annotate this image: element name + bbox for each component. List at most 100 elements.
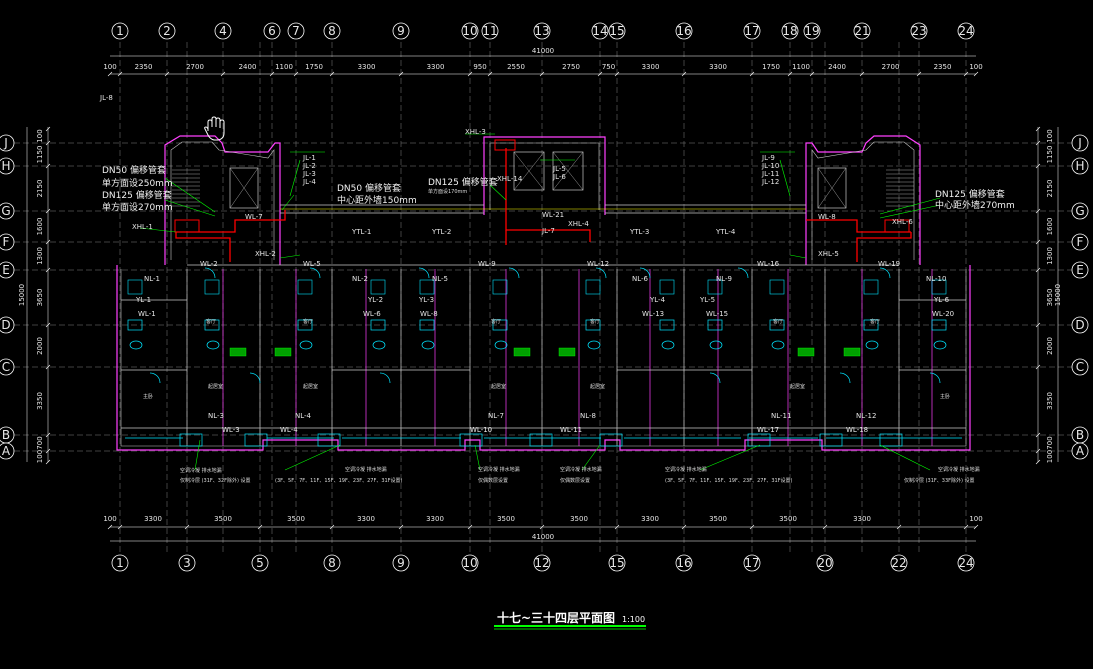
- axis-label-left: E: [2, 263, 10, 277]
- axis-label-right: B: [1076, 428, 1084, 442]
- dim-value-top: 2350: [135, 63, 153, 71]
- dim-value-top: 3300: [427, 63, 445, 71]
- axis-label-right: E: [1076, 263, 1084, 277]
- dim-value-top: 1750: [305, 63, 323, 71]
- drain-box: [317, 433, 341, 447]
- axis-bubble-top: [743, 22, 761, 40]
- axis-label-right: D: [1075, 318, 1084, 332]
- dim-tick-left: [45, 239, 51, 245]
- dim-tick-left: [45, 432, 51, 438]
- pipe-tag: NL-10: [926, 275, 946, 283]
- dim-value-right: 1600: [1046, 218, 1054, 236]
- door-swing: [879, 267, 891, 279]
- annotation-text: DN125 偏移管套: [428, 176, 498, 188]
- pipe-tag: NL-9: [716, 275, 732, 283]
- bottom-note: 空调冷凝 排水地漏: [938, 466, 980, 473]
- dim-tick-bottom: [184, 524, 190, 530]
- leader-line: [164, 177, 216, 213]
- axis-bubble-bottom: [251, 554, 269, 572]
- door-swing: [508, 267, 520, 279]
- dim-value-bottom: 3500: [709, 515, 727, 523]
- leader-line: [779, 159, 791, 197]
- hand-cursor-icon: [204, 116, 225, 141]
- pipe-tag: JL-12: [761, 178, 779, 186]
- pipe-tag: WL-1: [138, 310, 156, 318]
- annotation-text: DN50 偏移管套: [337, 182, 401, 194]
- dim-value-top: 2550: [507, 63, 525, 71]
- kitchen-fixture: [931, 279, 947, 295]
- pipe-tags: JL-1JL-2JL-3JL-4JL-5JL-6JL-9JL-10JL-11JL…: [99, 94, 954, 434]
- axis-label-left: A: [2, 444, 11, 458]
- fire-hydrant-box: [174, 219, 200, 233]
- axis-label-left: H: [1, 159, 10, 173]
- dim-tick-top: [916, 71, 922, 77]
- elevator-shaft: [229, 167, 259, 209]
- leader-line: [279, 254, 301, 259]
- pipe-tag: XHL-14: [497, 175, 523, 183]
- pipe-tag: XHL-2: [255, 250, 276, 258]
- axis-label-top: 21: [854, 24, 869, 38]
- dim-value-bottom: 3500: [497, 515, 515, 523]
- annotation-text: 单方面设170mm: [428, 188, 467, 195]
- pipe-tag: NL-1: [144, 275, 160, 283]
- core-wall-left-inner: [170, 141, 275, 260]
- pipe-tag: JL-2: [302, 162, 316, 170]
- door-swing: [709, 372, 721, 384]
- leader-line: [139, 227, 177, 233]
- dim-value-bottom: 3500: [287, 515, 305, 523]
- dim-tick-left: [45, 459, 51, 465]
- dim-tick-bottom: [107, 524, 113, 530]
- annotation-text: 单方面设250mm: [102, 177, 173, 189]
- axis-bubble-left: [0, 233, 15, 251]
- pipe-tag: YL-6: [933, 296, 950, 304]
- drain-box: [459, 433, 483, 447]
- pipe-tag: NL-3: [208, 412, 224, 420]
- door-swing: [595, 267, 607, 279]
- core-wall-center-inner: [489, 142, 600, 210]
- toilet-fixture: [933, 340, 947, 350]
- room-label: 客厅: [773, 318, 783, 325]
- dim-value-right: 2000: [1046, 337, 1054, 355]
- dim-tick-top: [539, 71, 545, 77]
- room-marker: [797, 347, 815, 357]
- dim-tick-top: [107, 71, 113, 77]
- dim-value-bottom: 100: [103, 515, 116, 523]
- dim-tick-top: [293, 71, 299, 77]
- axis-label-top: 9: [397, 24, 405, 38]
- axis-bubble-left: [0, 134, 15, 152]
- dim-value-top: 3300: [358, 63, 376, 71]
- dim-value-top: 2750: [562, 63, 580, 71]
- kitchen-fixture: [419, 279, 435, 295]
- dim-tick-bottom: [398, 524, 404, 530]
- dim-value-left: 1600: [36, 218, 44, 236]
- fire-pipe-center: [505, 148, 591, 242]
- dim-value-right: 3350: [1046, 392, 1054, 410]
- fire-hydrant-box: [494, 139, 516, 151]
- pipe-tag: YTL-4: [715, 228, 736, 236]
- dim-value-bottom: 3300: [426, 515, 444, 523]
- pipe-tag: WL-2: [200, 260, 218, 268]
- pipe-tag: YL-1: [135, 296, 151, 304]
- dim-tick-left: [45, 267, 51, 273]
- door-swing: [204, 267, 216, 279]
- drain-box: [879, 433, 903, 447]
- leader-line: [879, 444, 931, 471]
- dim-value-left: 2000: [36, 337, 44, 355]
- dim-tick-bottom: [614, 524, 620, 530]
- dim-tick-bottom: [257, 524, 263, 530]
- room-label: 起居室: [208, 383, 223, 390]
- bottom-note: 空调冷凝 排水地漏: [665, 466, 707, 473]
- room-label: 客厅: [206, 318, 216, 325]
- axis-bubble-top: [781, 22, 799, 40]
- dim-tick-top: [681, 71, 687, 77]
- annotation-text: DN50 偏移管套: [102, 164, 166, 176]
- axis-label-left: G: [1, 204, 10, 218]
- dim-tick-bottom: [681, 524, 687, 530]
- bottom-note: 空调冷凝 排水地漏: [180, 467, 222, 474]
- dim-tick-right: [1035, 126, 1041, 132]
- dim-value-top: 2700: [882, 63, 900, 71]
- bottom-note: (3F、5F、7F、11F、15F、19F、23F、27F、31F设置): [275, 477, 403, 484]
- leader-line: [699, 444, 761, 471]
- axis-bubble-left: [0, 157, 15, 175]
- sink-fixture: [297, 319, 313, 331]
